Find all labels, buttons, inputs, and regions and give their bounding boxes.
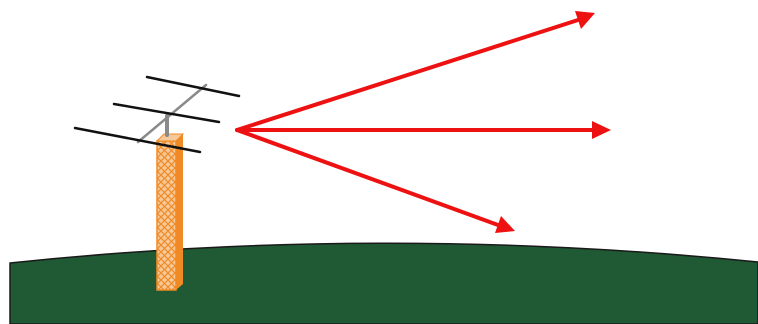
arrow-down-head [495, 216, 515, 233]
antenna-element-director [147, 77, 239, 96]
mast-front-face [157, 141, 176, 290]
lattice-tower-icon [157, 134, 183, 290]
arrow-up-shaft [237, 20, 578, 130]
radiation-arrow-up [237, 11, 595, 130]
radiation-arrow-horizontal [237, 121, 611, 139]
arrow-down-shaft [237, 130, 498, 225]
arrow-up-head [575, 11, 595, 29]
mast-side-face [176, 134, 183, 290]
radiation-pattern [237, 11, 611, 233]
ground-hill [10, 243, 758, 324]
arrow-horizontal-head [592, 121, 611, 139]
radiation-arrow-down [237, 130, 515, 233]
